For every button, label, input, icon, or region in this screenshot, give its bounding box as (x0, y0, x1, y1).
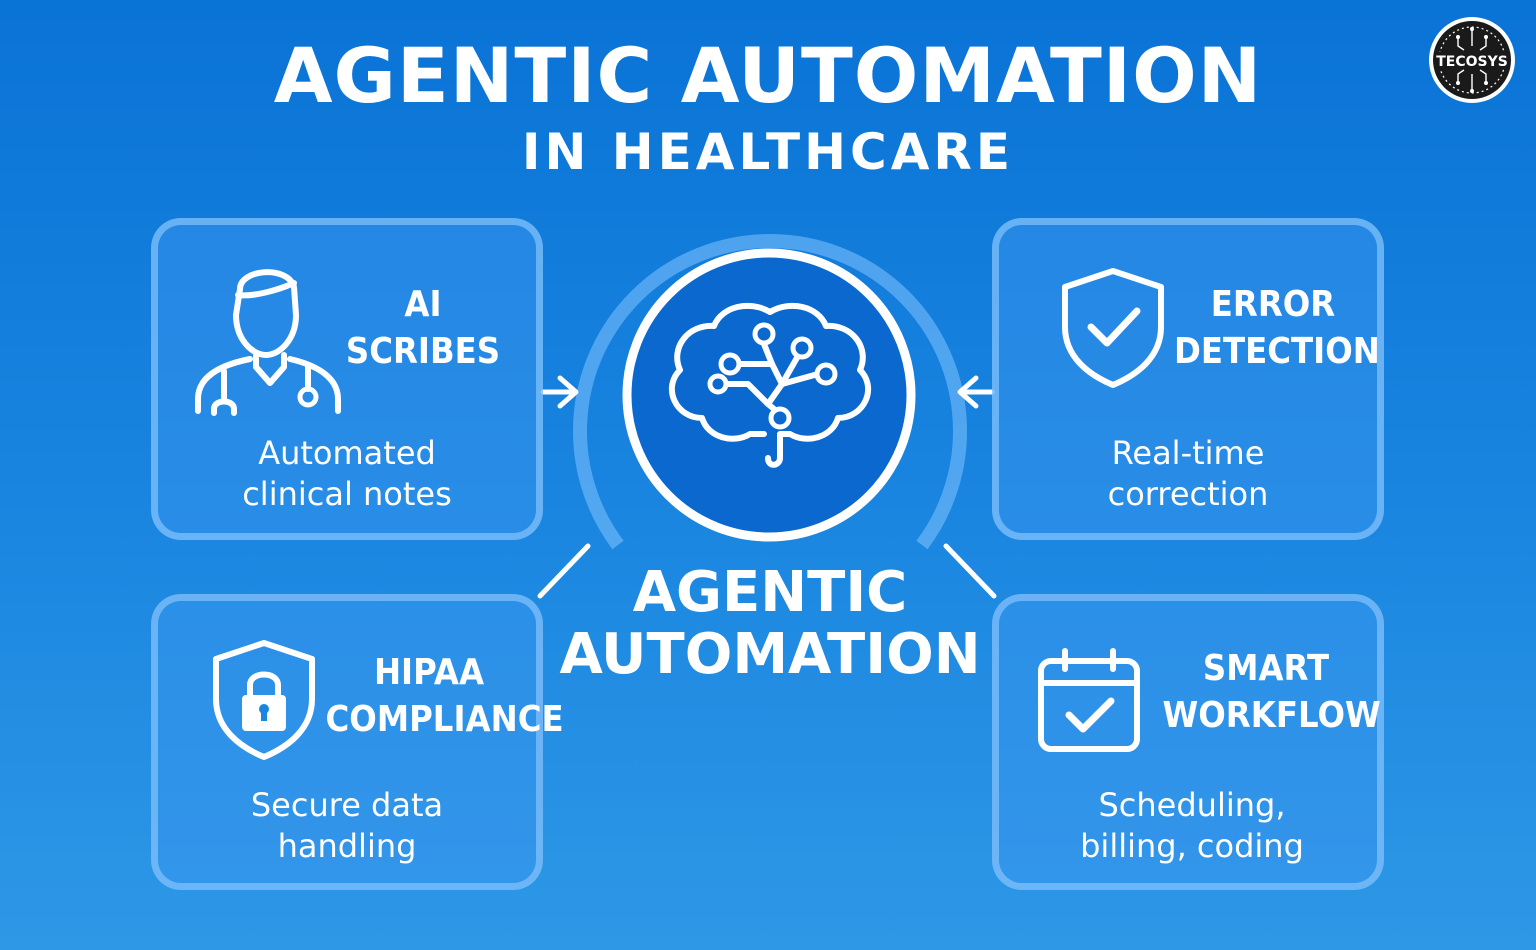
card-desc-line1: Automated (258, 434, 436, 472)
card-description: Secure data handling (158, 785, 536, 867)
card-title: AI SCRIBES (320, 281, 527, 375)
card-ai-scribes: AI SCRIBES Automated clinical notes (151, 218, 543, 540)
shield-lock-icon (208, 637, 320, 767)
card-desc-line1: Scheduling, (1098, 786, 1286, 824)
page-title: AGENTIC AUTOMATION (273, 31, 1263, 120)
card-desc-line1: Secure data (250, 786, 444, 824)
card-description: Automated clinical notes (158, 433, 536, 515)
card-desc-line2: correction (1107, 475, 1269, 513)
logo-text: TECOSYS (1436, 54, 1508, 70)
card-desc-line1: Real-time (1111, 434, 1265, 472)
card-title-line2: DETECTION (1174, 331, 1380, 372)
hub-label-line1: AGENTIC (632, 560, 908, 625)
card-title: SMART WORKFLOW (1162, 645, 1381, 739)
card-error-detection: ERROR DETECTION Real-time correction (992, 218, 1384, 540)
card-title-line1: AI (404, 284, 442, 325)
arrow-right-icon (540, 375, 579, 409)
card-title-line1: HIPAA (373, 652, 485, 693)
card-title-line1: SMART (1202, 648, 1330, 689)
card-desc-line2: clinical notes (242, 475, 452, 513)
page-subtitle: IN HEALTHCARE (521, 123, 1015, 181)
card-desc-line2: handling (277, 827, 417, 865)
card-title: HIPAA COMPLIANCE (325, 649, 564, 743)
card-title-line1: ERROR (1210, 284, 1336, 325)
connector-line-left (537, 543, 591, 599)
connector-line-right (943, 543, 997, 599)
shield-check-icon (1057, 265, 1169, 395)
calendar-check-icon (1033, 645, 1145, 761)
arrow-left-icon (957, 375, 995, 409)
card-desc-line2: billing, coding (1080, 827, 1304, 865)
hub-circle (622, 248, 916, 542)
doctor-icon (190, 259, 342, 423)
card-description: Scheduling, billing, coding (1003, 785, 1381, 867)
card-title: ERROR DETECTION (1174, 281, 1380, 375)
card-title-line2: WORKFLOW (1162, 695, 1381, 736)
hub-outer-ring (573, 234, 967, 550)
hub-label-line2: AUTOMATION (559, 622, 981, 687)
tecosys-logo: TECOSYS (1428, 16, 1516, 104)
card-hipaa-compliance: HIPAA COMPLIANCE Secure data handling (151, 594, 564, 890)
card-smart-workflow: SMART WORKFLOW Scheduling, billing, codi… (992, 594, 1384, 890)
card-description: Real-time correction (999, 433, 1377, 515)
hub-label: AGENTIC AUTOMATION (540, 562, 1000, 686)
card-title-line2: SCRIBES (345, 331, 501, 372)
card-title-line2: COMPLIANCE (325, 699, 564, 740)
